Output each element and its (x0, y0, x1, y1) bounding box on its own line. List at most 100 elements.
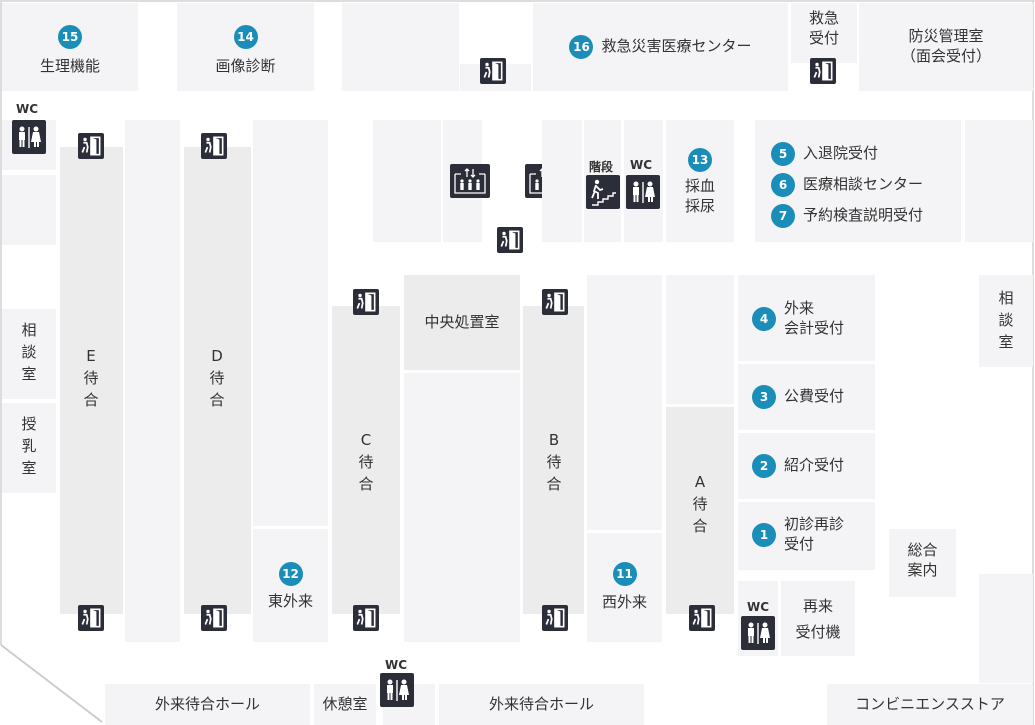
wc-label: WC (630, 158, 653, 172)
room-unlabeled (542, 120, 582, 242)
entrance-exit-icon (353, 605, 379, 631)
number-badge: 6 (771, 172, 795, 197)
room-blood-collection[interactable]: 13 採血採尿 (666, 120, 734, 242)
info-label: 総合案内 (907, 541, 938, 579)
room-label: 採血採尿 (684, 177, 715, 215)
entrance-exit-icon (542, 605, 568, 631)
hall-label: 外来待合ホール (154, 695, 260, 713)
reentry-kiosk[interactable]: 再来受付機 (781, 581, 855, 656)
wc-label: WC (747, 600, 770, 614)
number-badge: 14 (233, 25, 258, 49)
counter-label: 紹介受付 (784, 456, 845, 475)
room-west-outpatient[interactable]: 11 西外来 (587, 533, 662, 642)
number-badge: 4 (752, 306, 776, 331)
elevator-icon (450, 164, 490, 198)
number-badge: 7 (771, 203, 795, 228)
stairs-label: 階段 (589, 160, 614, 174)
restroom-icon (12, 120, 46, 154)
room-label: 中央処置室 (424, 313, 500, 331)
counter-4[interactable]: 4 外来会計受付 (738, 275, 875, 361)
reception-desks-5-7: 5 入退院受付 6 医療相談センター 7 予約検査説明受付 (755, 120, 961, 242)
number-badge: 3 (752, 385, 776, 409)
number-badge: 1 (752, 522, 776, 547)
room-physiology[interactable]: 15 生理機能 (2, 3, 138, 91)
entrance-exit-icon (201, 605, 227, 631)
kiosk-label: 再来受付機 (795, 597, 841, 641)
number-badge: 15 (58, 25, 82, 49)
room-unlabeled (587, 275, 662, 530)
counter-3[interactable]: 3 公費受付 (738, 364, 875, 430)
room-unlabeled (125, 120, 180, 642)
entrance-exit-icon (689, 605, 715, 631)
desk-item[interactable]: 5 入退院受付 (771, 138, 923, 169)
number-badge: 5 (771, 141, 795, 166)
rest-room-label: 休憩室 (322, 695, 368, 713)
entrance-exit-icon (78, 133, 104, 159)
room-label: 相談室 (998, 289, 1014, 351)
room-nursing[interactable]: 授乳室 (2, 403, 56, 493)
number-badge: 12 (278, 562, 303, 586)
restroom-icon (741, 616, 775, 650)
room-label: 救急災害医療センター (601, 37, 752, 56)
room-unlabeled (2, 175, 56, 245)
room-central-treatment[interactable]: 中央処置室 (404, 275, 520, 370)
entrance-exit-icon (497, 227, 523, 253)
hall-label: 外来待合ホール (488, 695, 594, 713)
room-label: 画像診断 (215, 57, 276, 75)
stairs-icon (586, 175, 620, 209)
desk-item[interactable]: 7 予約検査説明受付 (771, 200, 923, 231)
room-consultation-right[interactable]: 相談室 (979, 275, 1033, 367)
room-east-outpatient[interactable]: 12 東外来 (253, 529, 328, 642)
room-unlabeled (342, 3, 459, 91)
room-label: 授乳室 (21, 415, 37, 477)
restroom-icon (380, 673, 414, 707)
room-imaging[interactable]: 14 画像診断 (177, 3, 314, 91)
rest-room[interactable]: 休憩室 (314, 684, 376, 725)
entrance-exit-icon (78, 605, 104, 631)
room-label: 生理機能 (39, 57, 100, 75)
convenience-store[interactable]: コンビニエンスストア (827, 684, 1033, 725)
counter-label: 外来会計受付 (784, 299, 845, 337)
desk-list: 5 入退院受付 6 医療相談センター 7 予約検査説明受付 (771, 138, 923, 231)
room-unlabeled (404, 373, 520, 642)
room-unlabeled (253, 120, 328, 526)
room-unlabeled (979, 574, 1033, 683)
room-label: 相談室 (21, 321, 37, 383)
desk-item[interactable]: 6 医療相談センター (771, 169, 923, 200)
number-badge: 16 (569, 35, 594, 59)
outpatient-waiting-hall-left[interactable]: 外来待合ホール (105, 684, 310, 725)
entrance-exit-icon (353, 289, 379, 315)
entrance-exit-icon (810, 58, 836, 84)
room-label: 防災管理室（面会受付） (900, 27, 991, 65)
room-unlabeled (373, 120, 441, 242)
number-badge: 2 (752, 454, 776, 478)
room-label: 西外来 (601, 593, 647, 611)
number-badge: 13 (688, 148, 712, 172)
entrance-exit-icon (480, 58, 506, 84)
room-consultation-left[interactable]: 相談室 (2, 309, 56, 399)
room-unlabeled (666, 275, 734, 404)
wc-label: WC (385, 658, 408, 672)
counter-1[interactable]: 1 初診再診受付 (738, 502, 875, 570)
counter-label: 公費受付 (784, 387, 845, 406)
room-emergency-center[interactable]: 16 救急災害医療センター (533, 3, 788, 91)
room-emergency-reception[interactable]: 救急受付 (791, 3, 857, 63)
general-information[interactable]: 総合案内 (889, 529, 956, 597)
number-badge: 11 (612, 562, 637, 586)
room-unlabeled (965, 120, 1033, 242)
counter-2[interactable]: 2 紹介受付 (738, 433, 875, 499)
entrance-exit-icon (201, 133, 227, 159)
outpatient-waiting-hall-right[interactable]: 外来待合ホール (439, 684, 644, 725)
room-disaster-management[interactable]: 防災管理室（面会受付） (859, 3, 1033, 91)
